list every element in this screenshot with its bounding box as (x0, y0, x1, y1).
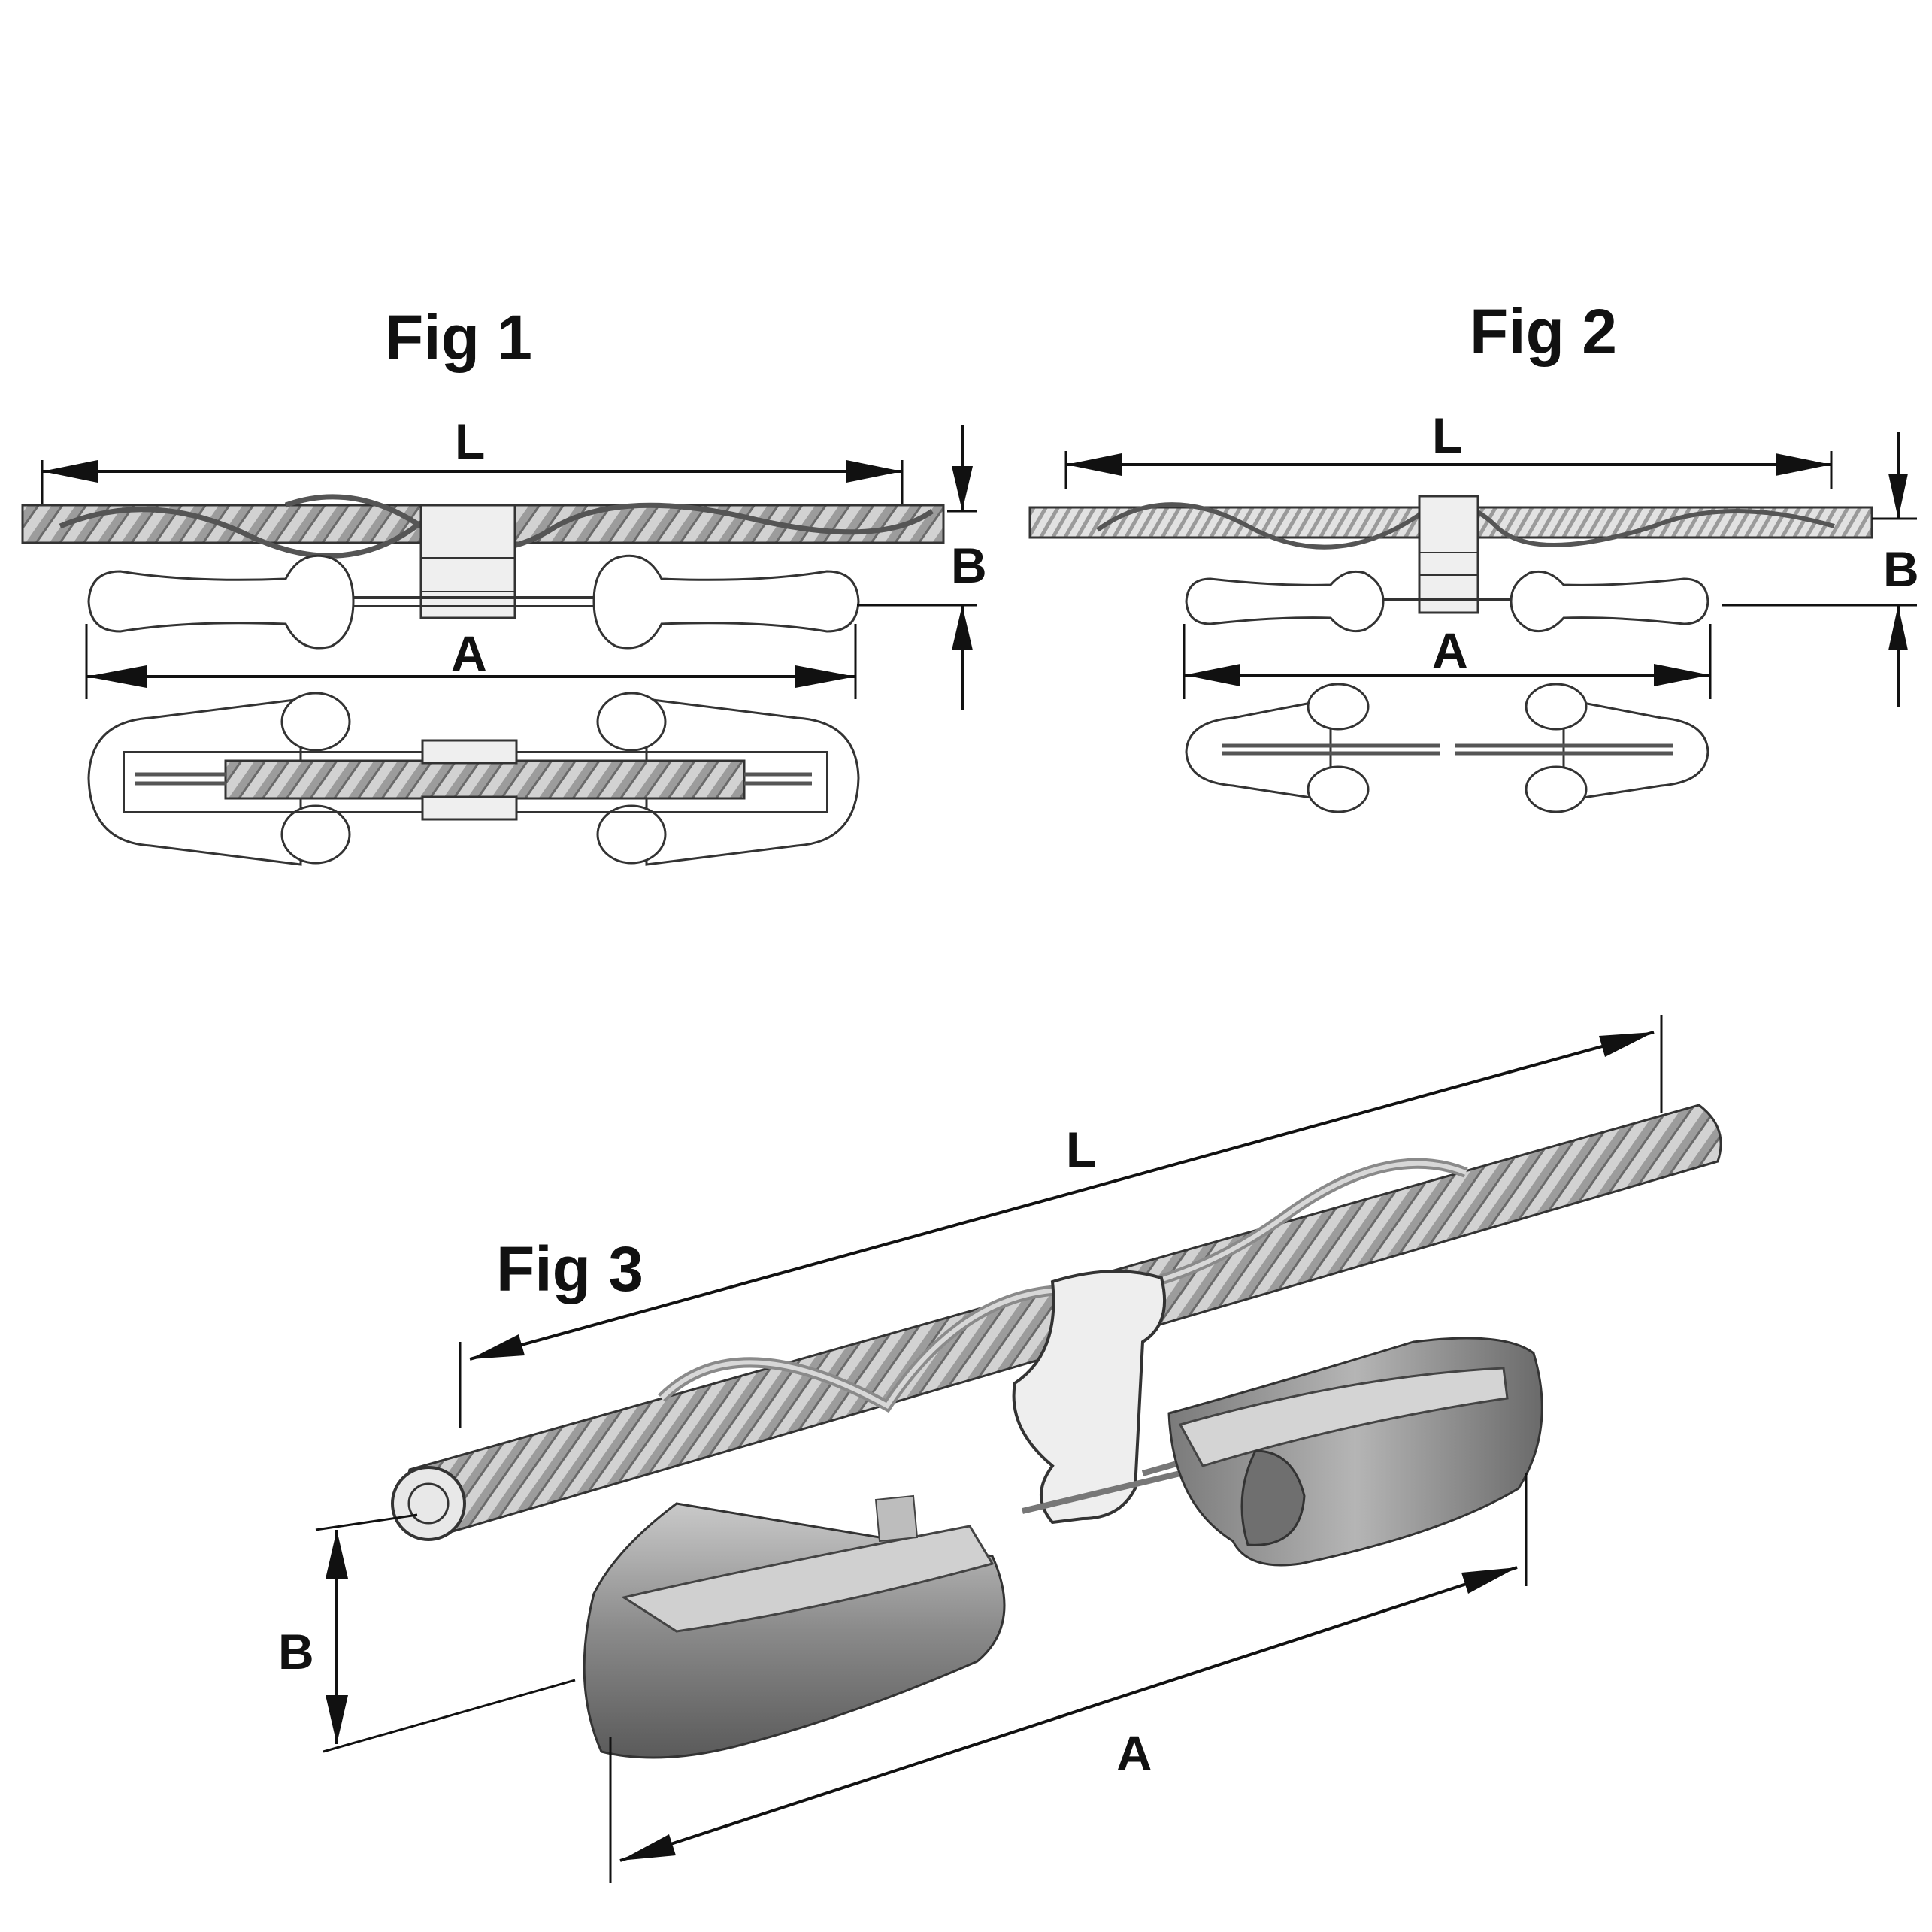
fig2-clip (1418, 495, 1479, 614)
figure-3: Fig 3 L B (278, 1015, 1722, 1883)
fig1-dim-L-arrow-left (42, 460, 98, 483)
fig2-thimble-top (1185, 683, 1709, 813)
fig1-clip (419, 504, 516, 619)
figure-2-title: Fig 2 (1470, 296, 1617, 367)
fig3-dim-L-label: L (1066, 1122, 1096, 1177)
fig2-dim-B-label: B (1883, 541, 1919, 597)
fig1-rope-inner (224, 759, 746, 800)
figure-2: Fig 2 L B A (1028, 296, 1919, 813)
fig3-rope-end (391, 1466, 466, 1541)
fig3-dim-B-label: B (278, 1624, 314, 1679)
fig1-thimble-side (87, 554, 860, 650)
fig3-dim-L-line (469, 1031, 1655, 1361)
figure-1-title: Fig 1 (385, 302, 532, 373)
fig1-dim-L-arrow-right (846, 460, 902, 483)
fig3-dim-A-line (619, 1566, 1518, 1862)
figure-3-title: Fig 3 (496, 1234, 643, 1304)
fig1-dim-B-label: B (951, 538, 987, 593)
fig3-dim-A-label: A (1116, 1725, 1152, 1781)
figure-1: Fig 1 L B (21, 302, 987, 866)
fig1-dim-A-label: A (451, 625, 487, 681)
fig2-dim-L-label: L (1432, 407, 1462, 463)
fig1-dim-L-label: L (455, 413, 485, 469)
fig2-thimble-side (1185, 570, 1709, 633)
fig2-dim-A-label: A (1432, 622, 1468, 678)
fig3-clip (1012, 1270, 1167, 1525)
